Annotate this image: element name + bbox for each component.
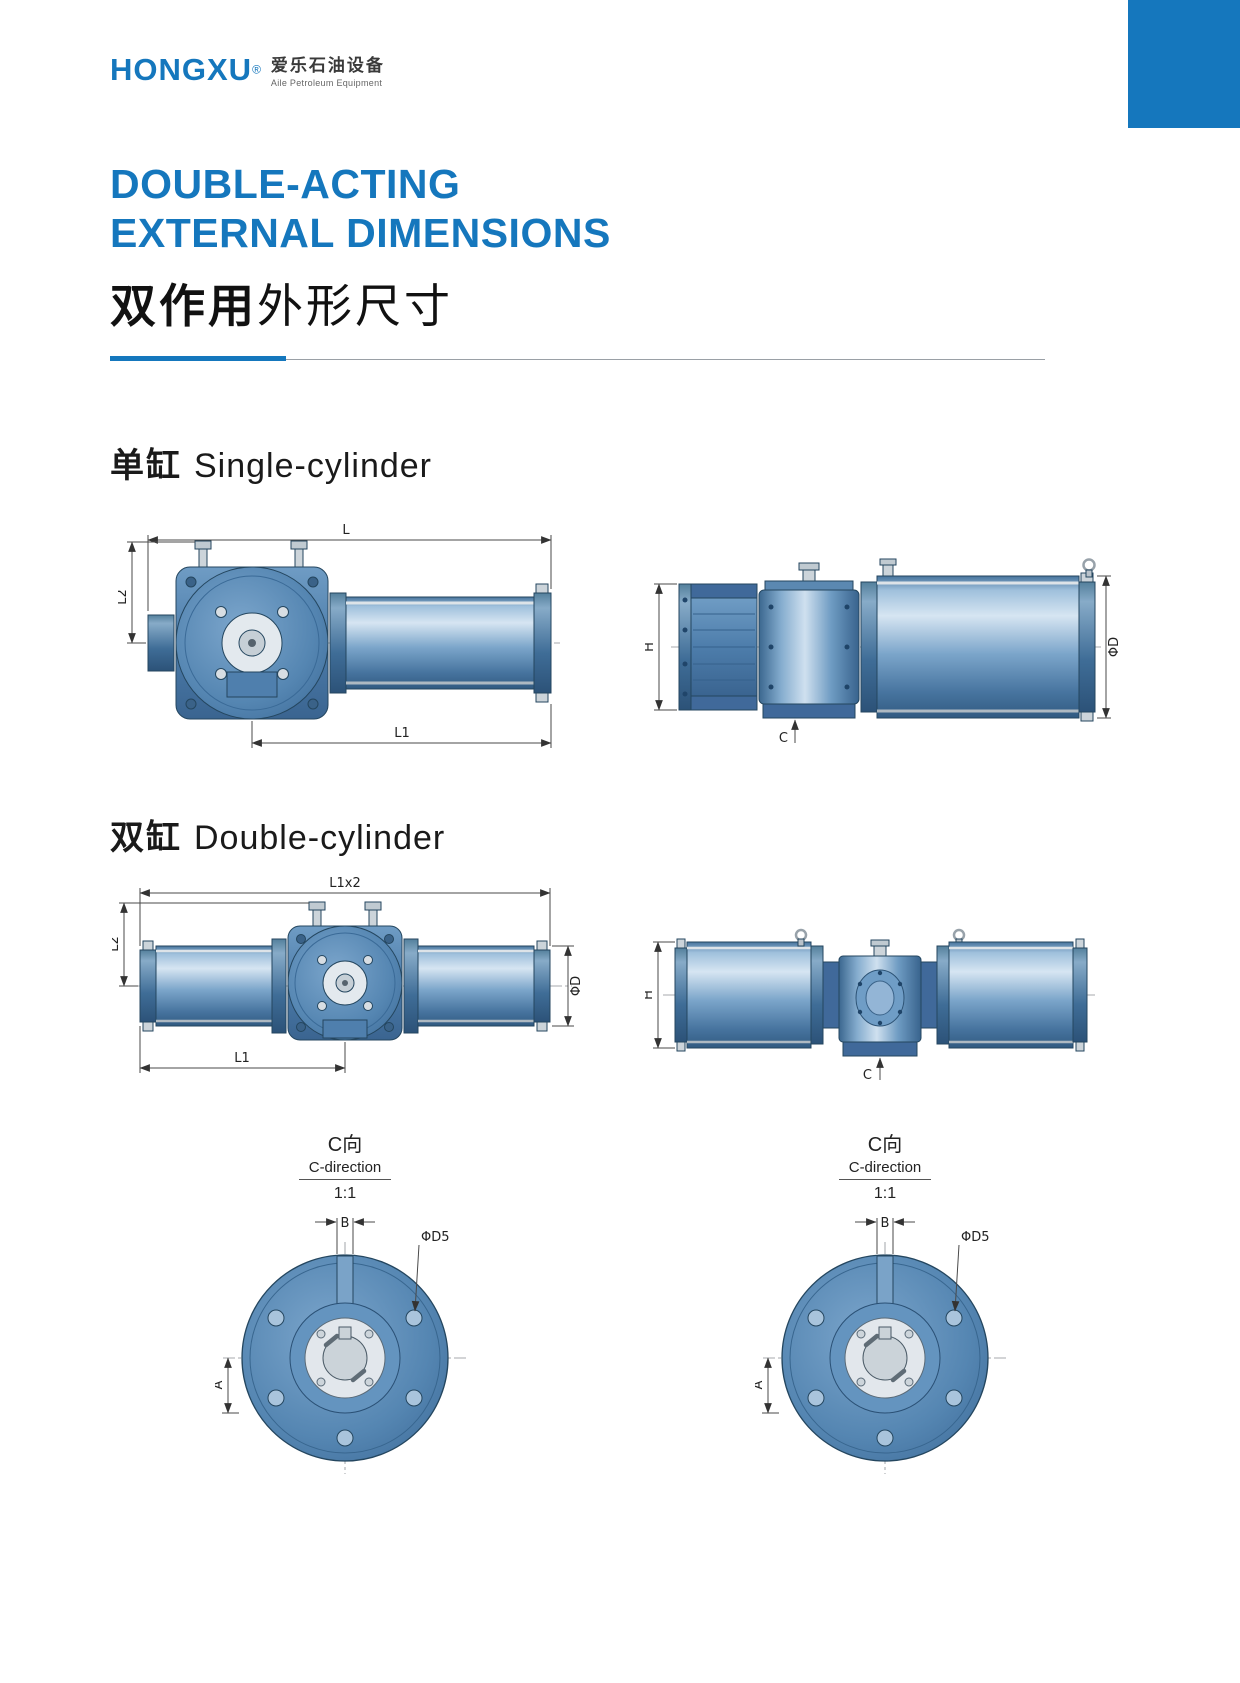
dim-label-phiD: ΦD: [569, 976, 584, 996]
brand-subtitle: 爱乐石油设备 Aile Petroleum Equipment: [270, 56, 385, 88]
brand-subtitle-cn: 爱乐石油设备: [270, 56, 385, 75]
c-direction-scale: 1:1: [873, 1185, 897, 1202]
registered-mark-icon: ®: [252, 62, 261, 77]
dim-A: A: [215, 1357, 239, 1414]
dim-label-L2: L2: [112, 936, 122, 952]
brand-subtitle-en: Aile Petroleum Equipment: [270, 77, 383, 88]
c-direction-title-cn: C向: [327, 1134, 363, 1156]
page-title-cn: 双作用外形尺寸: [110, 270, 611, 336]
brand-logo: HONGXU® 爱乐石油设备 Aile Petroleum Equipment: [110, 52, 385, 88]
divider-line: [110, 359, 1045, 360]
page-title-en-line1: DOUBLE-ACTING: [110, 161, 461, 207]
corner-accent-bar: [1128, 0, 1240, 128]
dim-label-L: L: [342, 523, 350, 538]
section-double-cn: 双缸: [110, 819, 182, 857]
double-end-actuator-body: [674, 928, 1088, 1057]
dim-phiD: ΦD: [552, 945, 584, 1027]
dim-phiD5: ΦD5: [951, 1230, 990, 1312]
page-title-cn-regular: 外形尺寸: [257, 280, 453, 333]
dim-label-H: H: [645, 642, 657, 652]
dim-C: C: [863, 1057, 884, 1083]
dim-label-A: A: [215, 1380, 226, 1389]
brand-wordmark: HONGXU®: [110, 52, 261, 88]
dim-label-L1: L1: [394, 726, 410, 741]
dim-label-C: C: [779, 731, 788, 746]
dim-H: H: [645, 583, 677, 711]
dim-label-H: H: [645, 990, 656, 1000]
section-single-en: Single-cylinder: [194, 447, 432, 485]
dim-L2: L2: [112, 902, 309, 987]
dim-A: A: [755, 1357, 779, 1414]
double-cylinder-side-view-drawing: L1x2 L2 ΦD L1: [112, 876, 584, 1073]
divider-accent: [110, 356, 286, 361]
dim-B: B: [315, 1216, 375, 1254]
c-direction-scale: 1:1: [333, 1185, 357, 1202]
page-title-cn-bold: 双作用: [110, 280, 257, 333]
page-title: DOUBLE-ACTING EXTERNAL DIMENSIONS 双作用外形尺…: [110, 160, 611, 336]
single-cylinder-side-view-drawing: L L2 L1: [118, 523, 560, 748]
brand-name: HONGXU: [110, 52, 253, 87]
dim-L: L: [147, 523, 552, 611]
double-side-actuator-body: [139, 901, 551, 1041]
dim-L1: L1: [139, 1026, 346, 1073]
single-side-actuator-body: [147, 540, 552, 720]
dim-label-phiD5: ΦD5: [421, 1230, 450, 1245]
c-direction-flange-detail-right: B A ΦD5: [755, 1216, 1007, 1474]
c-direction-flange-detail-left: B A ΦD5: [215, 1216, 467, 1474]
dim-label-C: C: [863, 1068, 872, 1083]
section-heading-double-cylinder: 双缸 Double-cylinder: [110, 810, 445, 859]
section-double-en: Double-cylinder: [194, 819, 446, 857]
double-cylinder-end-view-drawing: H C: [645, 928, 1097, 1083]
page-title-en-line2: EXTERNAL DIMENSIONS: [110, 210, 611, 257]
c-direction-header-right: C向 C-direction 1:1: [785, 1128, 985, 1203]
dim-phiD5: ΦD5: [411, 1230, 450, 1312]
c-direction-title-en: C-direction: [298, 1158, 392, 1180]
title-divider: [110, 356, 1045, 362]
dim-label-A: A: [755, 1380, 766, 1389]
dim-label-L1: L1: [234, 1051, 250, 1066]
dim-L1: L1: [251, 704, 552, 748]
dim-L2: L2: [118, 541, 195, 644]
dim-label-phiD5: ΦD5: [961, 1230, 990, 1245]
dim-label-L1x2: L1x2: [329, 876, 360, 891]
single-end-actuator-body: [678, 558, 1096, 722]
dim-label-L2: L2: [118, 589, 130, 605]
dim-H: H: [645, 941, 675, 1049]
c-direction-title-cn: C向: [867, 1134, 903, 1156]
dim-label-B: B: [881, 1216, 890, 1231]
c-direction-title-en: C-direction: [838, 1158, 932, 1180]
flange-face: [781, 1254, 989, 1462]
section-heading-single-cylinder: 单缸 Single-cylinder: [110, 438, 432, 487]
dim-label-B: B: [341, 1216, 350, 1231]
dim-phiD: ΦD: [1097, 575, 1122, 719]
flange-face: [241, 1254, 449, 1462]
dim-B: B: [855, 1216, 915, 1254]
dim-C: C: [779, 719, 799, 746]
section-single-cn: 单缸: [110, 447, 182, 485]
c-direction-header-left: C向 C-direction 1:1: [245, 1128, 445, 1203]
dim-label-phiD: ΦD: [1107, 637, 1122, 657]
dim-L1x2: L1x2: [139, 876, 551, 946]
single-cylinder-end-view-drawing: H ΦD C: [645, 558, 1122, 746]
